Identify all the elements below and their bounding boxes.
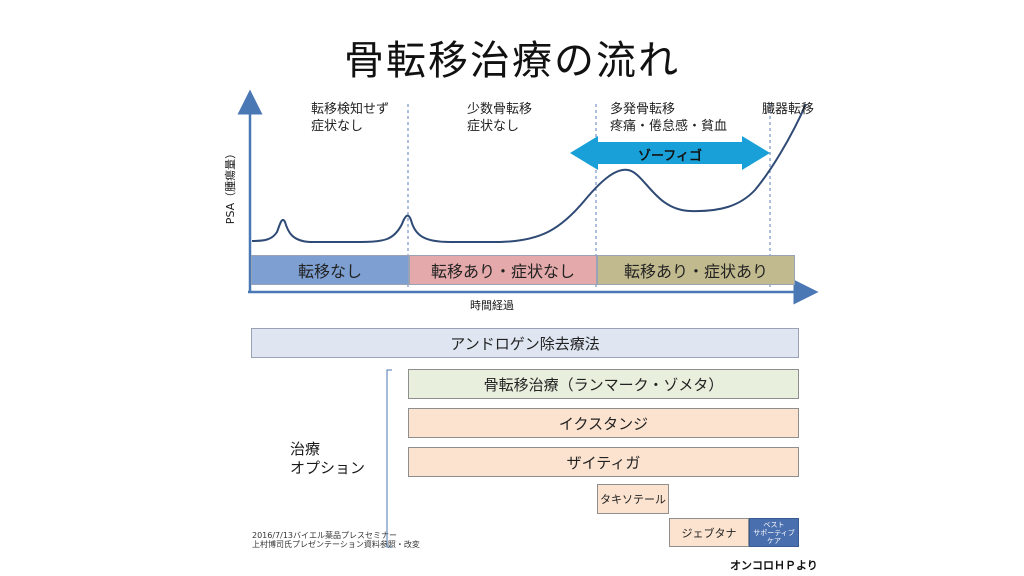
stage-metastasis-no-symptoms: 転移あり・症状なし xyxy=(409,255,597,285)
stage-no-metastasis: 転移なし xyxy=(251,255,409,285)
xofigo-label: ゾーフィゴ xyxy=(638,149,702,164)
bone-treatment-bar: 骨転移治療（ランマーク・ゾメタ） xyxy=(408,369,799,399)
phase-label-few-bone-mets: 少数骨転移 症状なし xyxy=(467,102,533,134)
phase-label-organ-mets: 臓器転移 xyxy=(762,102,815,117)
psa-curve xyxy=(251,103,807,243)
jevtana-bar: ジェブタナ xyxy=(669,518,749,547)
taxotere-bar: タキソテール xyxy=(597,484,669,514)
page-title: 骨転移治療の流れ xyxy=(344,38,680,84)
source-note: 2016/7/13バイエル薬品プレスセミナー 上村博司氏プレゼンテーション資料参… xyxy=(252,531,420,549)
treatment-options-label: 治療 オプション xyxy=(290,440,366,477)
xtandi-bar: イクスタンジ xyxy=(408,408,799,438)
credit-text: オンコロＨＰより xyxy=(730,559,818,572)
phase-label-multiple-bone-mets: 多発骨転移 疼痛・倦怠感・貧血 xyxy=(610,102,728,134)
best-supportive-care-bar: ベスト サポーティブ ケア xyxy=(749,518,799,547)
stage-metastasis-symptoms: 転移あり・症状あり xyxy=(597,255,795,285)
xofigo-arrow xyxy=(570,136,770,170)
phase-label-undetected: 転移検知せず 症状なし xyxy=(311,102,390,134)
zytiga-bar: ザイティガ xyxy=(408,447,799,477)
x-axis-label: 時間経過 xyxy=(470,299,514,312)
adt-bar: アンドロゲン除去療法 xyxy=(251,328,799,358)
